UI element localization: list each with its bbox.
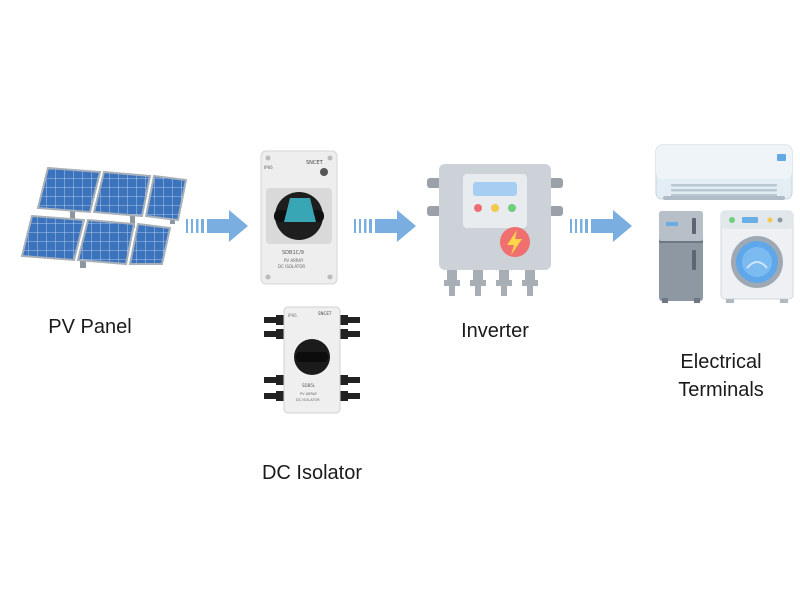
washing-machine-icon — [720, 210, 794, 303]
arrow-right-icon — [186, 210, 248, 242]
refrigerator-icon — [659, 211, 703, 303]
svg-text:IP66: IP66 — [264, 165, 273, 170]
arrow-inverter-to-terminals — [570, 208, 634, 244]
air-conditioner-icon — [655, 144, 793, 200]
arrow-isolator-to-inverter — [354, 208, 418, 244]
arrow-right-icon — [570, 210, 632, 242]
isolator-brand: SNCET — [306, 160, 324, 166]
small-isolator-line2: DC ISOLATOR — [296, 398, 320, 402]
isolator-model: SDB1C/9 — [282, 250, 304, 256]
dc-isolator-label: DC Isolator — [261, 462, 363, 484]
svg-text:IP66: IP66 — [288, 313, 297, 318]
solar-panel-icon — [20, 166, 188, 268]
arrow-right-icon — [354, 210, 416, 242]
arrow-pv-to-isolator — [186, 208, 250, 244]
dc-isolator-large: IP66 SNCET SDB1C/9 PV ARRAY DC ISOLATOR — [260, 150, 338, 285]
isolator-line2: DC ISOLATOR — [278, 264, 305, 269]
inverter-label: Inverter — [461, 320, 529, 342]
small-isolator-brand: SNCET — [318, 311, 332, 316]
pv-panel-label: PV Panel — [48, 316, 132, 338]
dc-isolator-switch-icon: IP66 SNCET SDB1C/9 PV ARRAY DC ISOLATOR — [260, 150, 338, 285]
small-isolator-model: SDB5L — [302, 383, 316, 388]
terminals-node — [650, 140, 800, 310]
dc-isolator-connector-icon: IP66 SNCET SDB5L PV ARRAY DC ISOLATOR — [264, 306, 360, 414]
small-isolator-line1: PV ARRAY — [300, 392, 318, 396]
pv-panel-node — [10, 160, 190, 270]
inverter-icon — [427, 164, 563, 296]
dc-isolator-small: IP66 SNCET SDB5L PV ARRAY DC ISOLATOR — [262, 305, 362, 417]
inverter-node — [425, 160, 565, 300]
terminals-label-line1: Electrical — [680, 351, 762, 373]
terminals-label-line2: Terminals — [678, 379, 764, 401]
isolator-line1: PV ARRAY — [284, 258, 304, 263]
